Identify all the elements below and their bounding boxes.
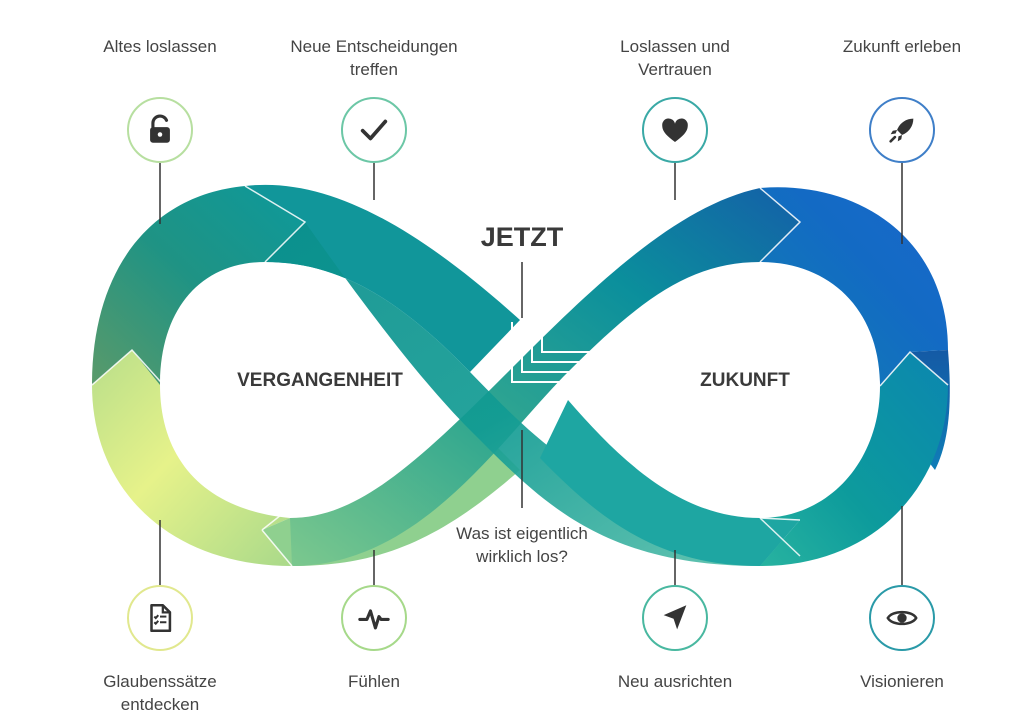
loop-label-past: VERGANGENHEIT	[237, 370, 403, 391]
step-circle-6	[642, 585, 708, 651]
step-label-neue-entscheidungen: Neue Entscheidungen treffen	[290, 37, 458, 79]
step-label-glaubenssaetze: Glaubenssätze entdecken	[103, 672, 217, 714]
step-circle-2	[642, 97, 708, 163]
loop-label-future: ZUKUNFT	[700, 370, 790, 391]
connector-lines	[159, 163, 903, 585]
segment-future-bottom-left	[540, 400, 800, 566]
step-label-visionieren: Visionieren	[860, 672, 944, 691]
segment-past-top	[92, 186, 305, 385]
step-circle-3	[869, 97, 935, 163]
eye-icon	[886, 610, 918, 626]
step-label-fuehlen: Fühlen	[348, 672, 400, 691]
checklist-doc-icon	[150, 603, 172, 633]
chevron-dividers	[91, 185, 949, 567]
unlock-icon	[150, 114, 170, 143]
step-circle-0	[127, 97, 193, 163]
pulse-icon	[358, 609, 390, 630]
rocket-icon	[889, 118, 914, 143]
check-icon	[360, 119, 388, 141]
center-question: Was ist eigentlich wirklich los?	[456, 524, 588, 566]
step-circle-1	[341, 97, 407, 163]
segment-future-bottom	[760, 352, 948, 566]
center-lines	[511, 304, 590, 383]
segment-past-bottom	[92, 350, 292, 566]
step-label-neu-ausrichten: Neu ausrichten	[617, 672, 733, 691]
step-label-altes-loslassen: Altes loslassen	[103, 37, 217, 56]
right-loop	[540, 187, 950, 566]
step-label-loslassen-vertrauen: Loslassen und Vertrauen	[620, 37, 730, 79]
cross-band-up	[290, 188, 800, 566]
navigation-arrow-icon	[663, 605, 687, 630]
step-circle-5	[341, 585, 407, 651]
segment-past-top-right	[245, 184, 520, 372]
step-label-zukunft-erleben: Zukunft erleben	[842, 37, 962, 56]
step-circle-4	[127, 585, 193, 651]
segment-future-top	[760, 187, 948, 386]
step-circle-7	[869, 585, 935, 651]
center-title: JETZT	[480, 222, 564, 252]
heart-icon	[662, 118, 688, 143]
